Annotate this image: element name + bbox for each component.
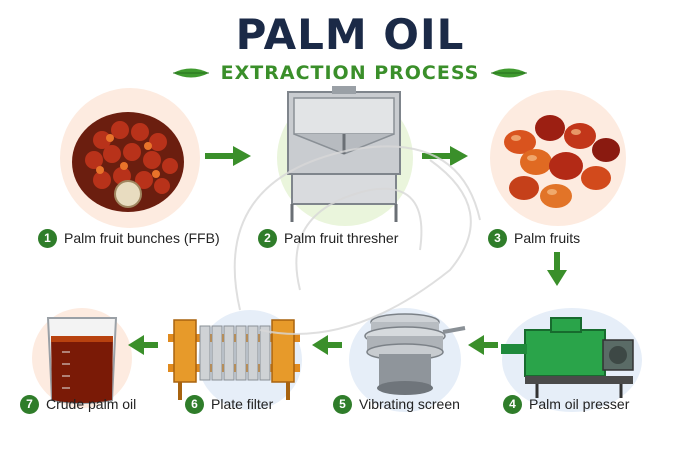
step-number-badge: 4	[503, 394, 522, 414]
oil-presser-icon	[501, 308, 642, 412]
step-label: Vibrating screen	[359, 396, 460, 412]
step-number-badge: 2	[258, 228, 277, 248]
step-number-badge: 7	[20, 394, 39, 414]
stage-crude-oil	[22, 282, 172, 432]
step-3-label-row: 3 Palm fruits	[488, 228, 580, 248]
palm-fruits-icon	[490, 90, 626, 226]
stage-palm-fruits	[480, 80, 630, 230]
step-label: Palm fruits	[514, 230, 581, 246]
page-subtitle: EXTRACTION PROCESS	[220, 62, 480, 84]
step-4-label-row: 4 Palm oil presser	[503, 394, 629, 414]
palm-leaf-right-icon	[491, 68, 528, 78]
flow-arrow-left-2	[312, 335, 342, 355]
page-title: PALM OIL	[235, 10, 465, 59]
step-label: Palm oil presser	[529, 396, 630, 412]
oil-beaker-icon	[32, 308, 132, 408]
subtitle-row: EXTRACTION PROCESS	[0, 60, 700, 86]
stage-oil-presser	[497, 282, 647, 432]
step-2-label-row: 2 Palm fruit thresher	[258, 228, 398, 248]
flow-arrow-down	[547, 252, 567, 286]
stage-thresher	[270, 80, 420, 230]
step-number-badge: 6	[185, 394, 204, 414]
step-number-badge: 1	[38, 228, 57, 248]
plate-filter-icon	[168, 310, 302, 410]
step-number-badge: 5	[333, 394, 352, 414]
flow-arrow-right-2	[422, 146, 468, 166]
step-5-label-row: 5 Vibrating screen	[333, 394, 460, 414]
flow-arrow-right-1	[205, 146, 251, 166]
palm-leaf-left-icon	[172, 68, 209, 78]
step-label: Crude palm oil	[46, 396, 137, 412]
stage-palm-fruit-bunches	[52, 80, 202, 230]
step-label: Palm fruit thresher	[284, 230, 399, 246]
flow-arrow-left-3	[128, 335, 158, 355]
stage-plate-filter	[160, 282, 310, 432]
step-label: Plate filter	[211, 396, 274, 412]
step-label: Palm fruit bunches (FFB)	[64, 230, 220, 246]
step-7-label-row: 7 Crude palm oil	[20, 394, 136, 414]
step-6-label-row: 6 Plate filter	[185, 394, 273, 414]
flow-arrow-left-1	[468, 335, 498, 355]
palm-bunch-icon	[60, 88, 200, 228]
step-number-badge: 3	[488, 228, 507, 248]
thresher-machine-icon	[277, 86, 413, 226]
step-1-label-row: 1 Palm fruit bunches (FFB)	[38, 228, 220, 248]
